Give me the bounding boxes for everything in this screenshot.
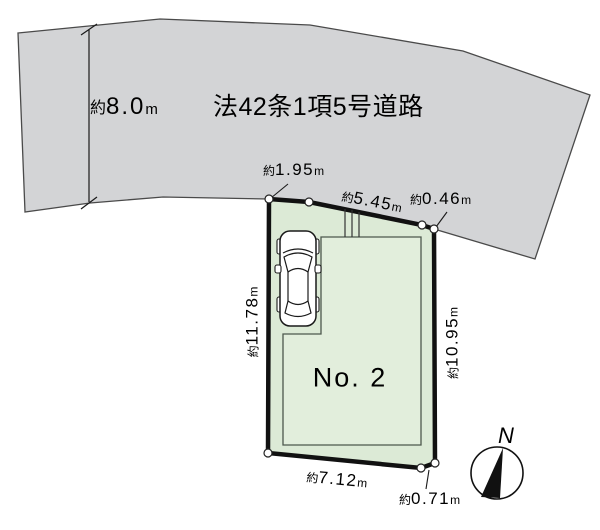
- dimension-prefix: 約: [246, 345, 261, 358]
- car-mirror: [274, 264, 282, 274]
- car-hood-line: [282, 248, 314, 254]
- leader-lines: [270, 183, 448, 490]
- dimension-value: 10.95: [442, 316, 462, 368]
- car-mirror: [314, 264, 322, 274]
- dimension-unit: m: [314, 164, 325, 178]
- leader-line-071: [425, 469, 430, 490]
- compass-needle-icon: [481, 448, 503, 498]
- dimension-bottom-right-edge: 約 0.71 m: [399, 490, 460, 507]
- car-icon: [274, 230, 322, 327]
- dimension-value: 1.95: [275, 160, 315, 179]
- dimension-value: 0.71: [411, 489, 451, 508]
- road-name-label: 法42条1項5号道路: [213, 93, 424, 121]
- leader-line-046: [435, 211, 448, 228]
- dimension-unit: m: [145, 101, 158, 118]
- boundary-marker: [263, 448, 273, 458]
- dimension-prefix: 約: [446, 367, 461, 380]
- boundary-marker: [304, 197, 314, 207]
- car-rear-window: [284, 300, 312, 318]
- dimension-right-edge: 約 10.95 m: [442, 306, 462, 380]
- dimension-unit: m: [356, 475, 368, 491]
- dimension-prefix: 約: [399, 493, 412, 507]
- dimension-road-width: 約 8.0 m: [90, 95, 158, 119]
- boundary-marker: [429, 224, 439, 234]
- road-width-arrow: [80, 23, 98, 210]
- dimension-top-left-edge: 約 1.95 m: [263, 161, 324, 178]
- leader-line-195: [270, 183, 289, 199]
- arrow-tick-top: [80, 23, 98, 36]
- lot-number-label: No. 2: [312, 362, 388, 393]
- boundary-marker: [416, 463, 426, 473]
- boundary-marker: [430, 458, 440, 468]
- boundary-markers: [263, 194, 440, 473]
- dimension-top-right-edge: 約 0.46 m: [410, 190, 471, 207]
- dimension-prefix: 約: [263, 164, 276, 178]
- dimension-value: 0.46: [422, 189, 462, 208]
- arrow-tick-bottom: [80, 196, 98, 210]
- building-footprint: [282, 236, 422, 446]
- dimension-value: 11.78: [242, 296, 262, 346]
- compass-north-label: N: [498, 423, 514, 448]
- dimension-left-edge: 約 11.78 m: [242, 286, 262, 358]
- dimension-unit: m: [446, 306, 461, 317]
- dimension-value: 8.0: [106, 93, 146, 120]
- dimension-value: 7.12: [317, 467, 359, 491]
- compass: [470, 446, 524, 500]
- dimension-prefix: 約: [410, 193, 423, 207]
- entrance-steps: [344, 209, 360, 237]
- dimension-unit: m: [246, 286, 261, 297]
- dimension-unit: m: [450, 493, 461, 507]
- dimension-unit: m: [461, 193, 472, 207]
- dimension-prefix: 約: [90, 100, 107, 117]
- boundary-marker: [417, 220, 427, 230]
- boundary-marker: [264, 194, 274, 204]
